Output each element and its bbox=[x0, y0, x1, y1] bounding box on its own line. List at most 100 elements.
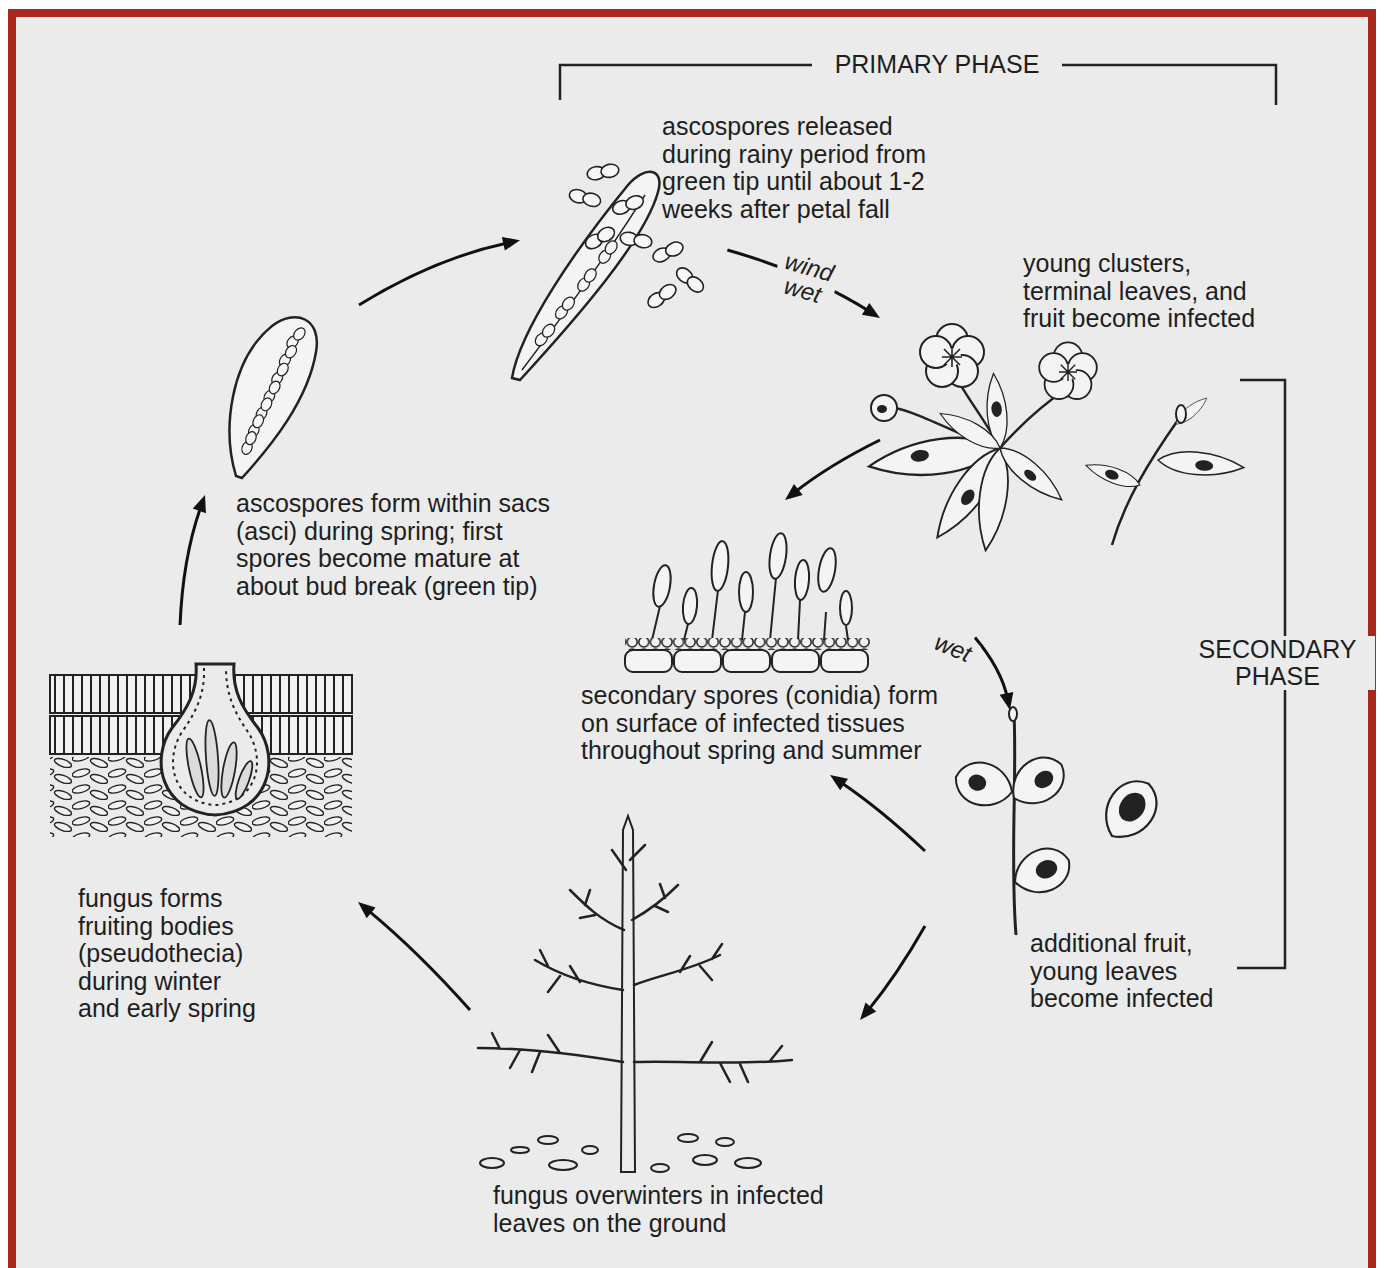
arrowhead bbox=[785, 484, 803, 500]
released-ascus-part bbox=[575, 267, 598, 294]
ascus-sac bbox=[230, 317, 317, 478]
stage-caption: fungus overwinters in infected leaves on… bbox=[493, 1182, 858, 1237]
infected-twig-part-part bbox=[1002, 748, 1074, 816]
pseudothecium-part bbox=[173, 668, 257, 805]
infected-cluster-part-part bbox=[1173, 394, 1211, 428]
infected-cluster-part-part bbox=[910, 449, 930, 463]
released-ascus-part bbox=[674, 265, 707, 296]
infected-cluster-part-part bbox=[1195, 460, 1214, 472]
released-ascus-part bbox=[533, 322, 557, 348]
released-ascus-part bbox=[583, 224, 617, 251]
dormant-tree-part-part bbox=[511, 1147, 529, 1153]
released-ascus-part bbox=[645, 281, 679, 310]
dormant-tree-part bbox=[478, 845, 792, 1082]
conidia-illustration-part bbox=[625, 638, 870, 650]
stage-box: young clusters, terminal leaves, and fru… bbox=[880, 248, 1290, 498]
conidia-illustration-part bbox=[794, 560, 811, 601]
infected-cluster-part bbox=[1039, 342, 1097, 399]
stage-box: ascospores form within sacs (asci) durin… bbox=[205, 305, 590, 605]
cycle-arrow bbox=[830, 775, 925, 851]
infected-cluster-part-part bbox=[958, 487, 977, 508]
arrowhead bbox=[1000, 692, 1014, 710]
arrow-line bbox=[180, 506, 201, 625]
arrow-line bbox=[868, 926, 925, 1011]
released-ascus-part bbox=[522, 195, 645, 370]
infected-cluster-part bbox=[1173, 394, 1211, 428]
pseudothecium-part bbox=[183, 737, 207, 798]
pseudothecium-part bbox=[232, 759, 255, 800]
stage-box: secondary spores (conidia) form on surfa… bbox=[575, 500, 975, 775]
arrowhead bbox=[502, 237, 520, 251]
dormant-tree-part-part bbox=[678, 1134, 698, 1142]
infected-twig-part-part bbox=[1007, 841, 1077, 902]
conidia-illustration-part bbox=[681, 587, 698, 624]
released-ascus-part bbox=[619, 231, 653, 249]
infected-cluster-part bbox=[1083, 458, 1142, 492]
infected-twig-part bbox=[951, 757, 1018, 813]
arrow-line bbox=[367, 910, 470, 1010]
ascus-sac-part bbox=[240, 430, 258, 456]
infected-twig-part bbox=[1093, 770, 1167, 849]
cycle-arrow bbox=[860, 926, 925, 1020]
infected-cluster-part-part bbox=[1157, 449, 1245, 479]
stage-caption: ascospores form within sacs (asci) durin… bbox=[236, 490, 584, 600]
stage-caption: additional fruit, young leaves become in… bbox=[1030, 930, 1235, 1013]
stage-box: additional fruit, young leaves become in… bbox=[925, 710, 1235, 1017]
arrowhead bbox=[860, 1003, 876, 1021]
arrowhead bbox=[830, 775, 848, 790]
stage-box: fungus overwinters in infected leaves on… bbox=[470, 820, 860, 1255]
cycle-arrow bbox=[180, 495, 206, 625]
edge-label: wet bbox=[925, 627, 980, 668]
infected-cluster-part bbox=[993, 440, 1068, 508]
infected-twig-part bbox=[1013, 712, 1016, 935]
phase-bracket bbox=[560, 65, 1285, 968]
infected-cluster-part bbox=[871, 395, 897, 421]
infected-twig-part-part bbox=[951, 757, 1018, 813]
ascus-sac-part bbox=[230, 317, 317, 478]
infected-twig bbox=[951, 707, 1168, 935]
released-ascus-part bbox=[568, 188, 602, 209]
arrowhead bbox=[862, 303, 880, 318]
infected-cluster-part-part bbox=[993, 440, 1068, 508]
released-ascus-part bbox=[611, 193, 646, 216]
conidia-illustration-part bbox=[625, 650, 672, 672]
infected-twig-part-part bbox=[1033, 857, 1060, 882]
arrow-line bbox=[840, 782, 925, 851]
arrow-line bbox=[359, 243, 508, 305]
infected-cluster-part bbox=[1176, 405, 1186, 423]
cycle-arrow bbox=[358, 902, 470, 1010]
infected-cluster-part bbox=[936, 406, 1005, 456]
infected-cluster-part-part bbox=[1022, 467, 1038, 482]
conidia-illustration-part bbox=[821, 650, 868, 672]
infected-twig-part bbox=[1002, 748, 1074, 816]
infected-cluster-part bbox=[920, 324, 984, 387]
infected-twig-part-part bbox=[1093, 770, 1167, 849]
stage-box: ascospores released during rainy period … bbox=[520, 110, 965, 250]
dormant-tree-part-part bbox=[716, 1138, 734, 1146]
stage-caption: ascospores released during rainy period … bbox=[662, 113, 962, 223]
infected-cluster bbox=[867, 324, 1245, 552]
stage-box: fungus forms fruiting bodies (pseudothec… bbox=[48, 625, 358, 1027]
released-ascus-part bbox=[586, 163, 620, 181]
infected-cluster-part bbox=[877, 405, 887, 413]
conidia-illustration-part bbox=[674, 650, 721, 672]
infected-twig-part bbox=[1009, 707, 1017, 721]
phase-label: SECONDARY PHASE bbox=[1180, 636, 1375, 690]
pseudothecium-part bbox=[203, 720, 220, 797]
infected-cluster-part bbox=[1157, 449, 1245, 479]
cycle-arrow bbox=[975, 638, 1013, 711]
dormant-tree-part bbox=[621, 816, 635, 1172]
released-ascus-part bbox=[553, 295, 577, 322]
pseudothecium bbox=[50, 664, 352, 837]
edge-label: wind wet bbox=[770, 247, 843, 310]
dormant-tree-part-part bbox=[735, 1158, 761, 1168]
pseudothecium-part bbox=[161, 664, 269, 815]
dormant-tree-part-part bbox=[582, 1146, 598, 1154]
dormant-tree-part-part bbox=[651, 1164, 669, 1172]
conidia-illustration-part bbox=[650, 564, 673, 608]
conidia-illustration-part bbox=[815, 547, 838, 593]
conidia-illustration-part bbox=[709, 540, 730, 591]
conidia-illustration bbox=[625, 532, 870, 672]
conidia-illustration-part bbox=[723, 650, 770, 672]
